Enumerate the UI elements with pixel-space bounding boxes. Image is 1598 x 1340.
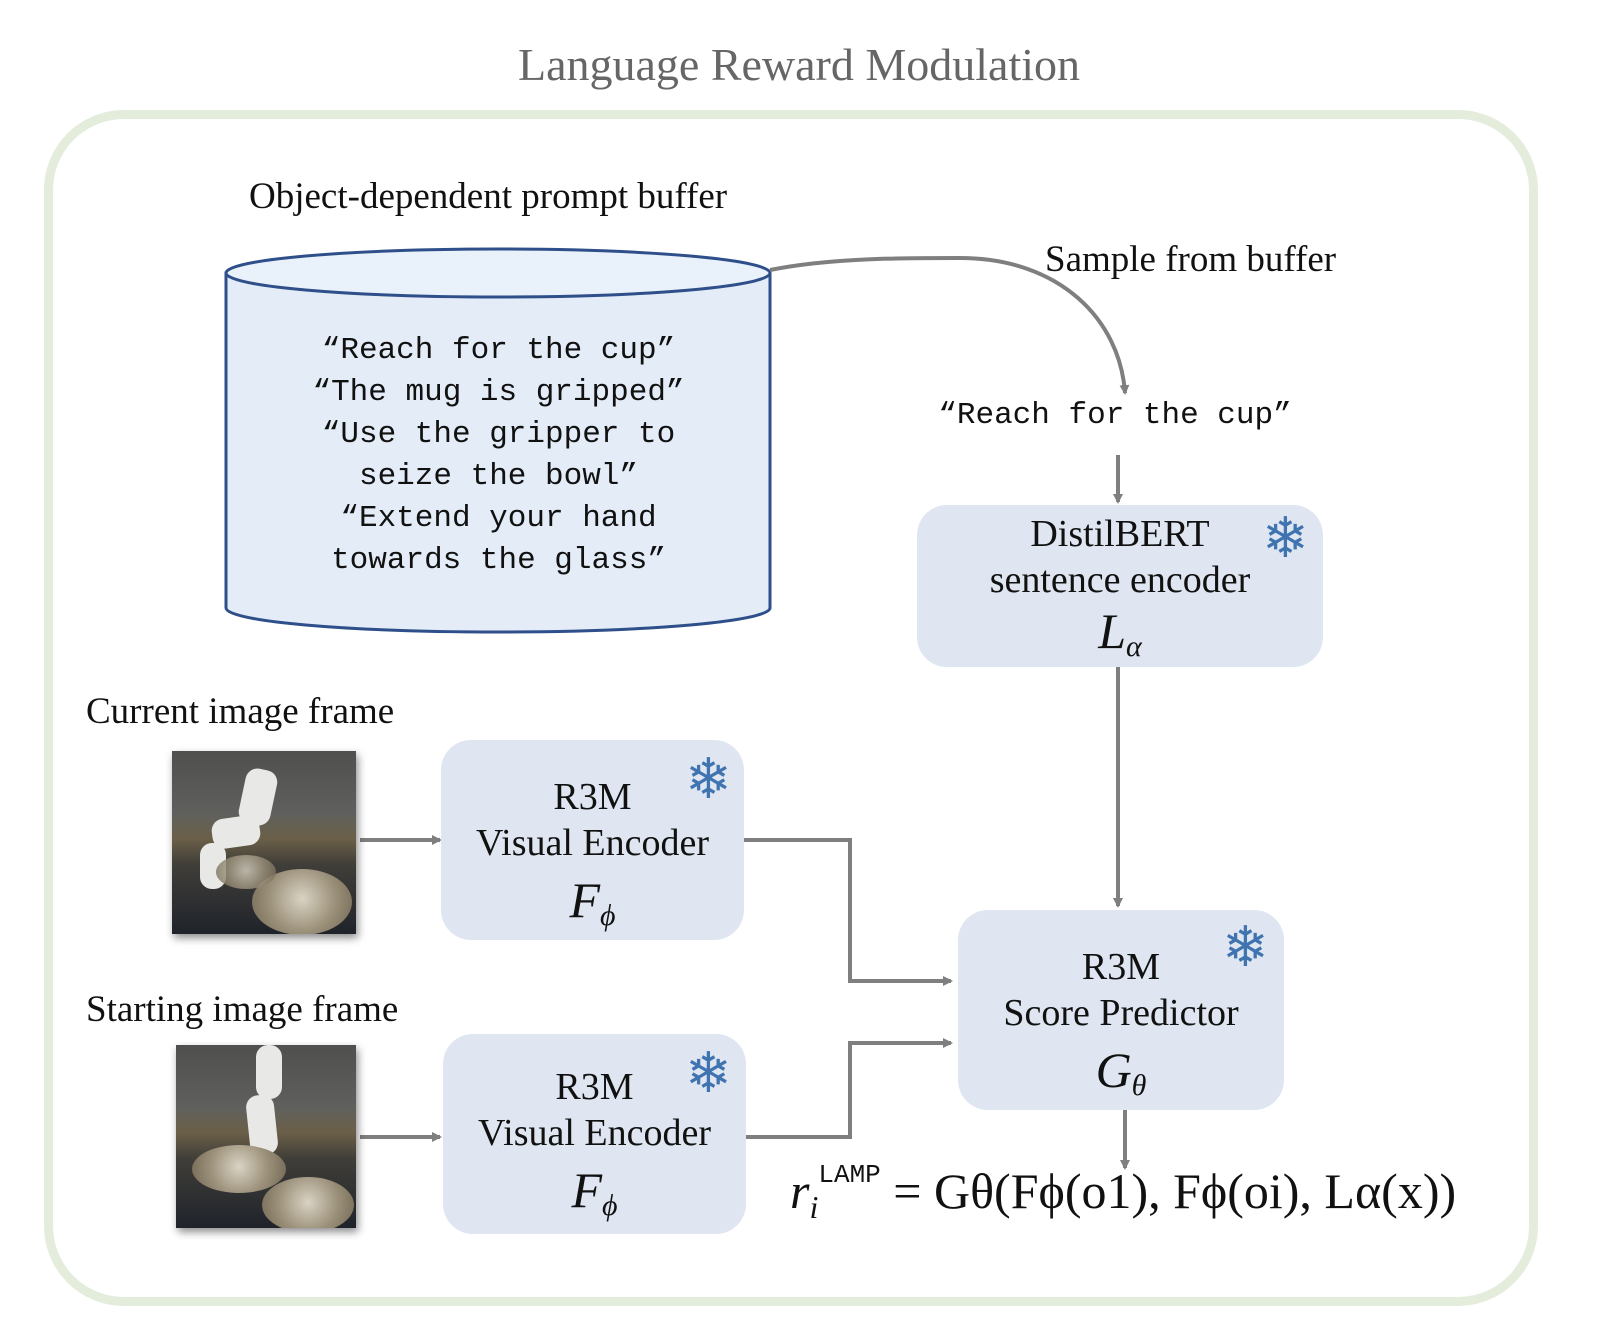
sample-arrow	[769, 255, 1130, 395]
encoder-name: R3M	[555, 1066, 634, 1108]
score-predictor-box: R3M Score Predictor Gθ	[958, 910, 1284, 1110]
plate-shape	[216, 855, 276, 889]
starting-frame-image	[176, 1045, 356, 1228]
starting-frame-label: Starting image frame	[86, 989, 399, 1030]
encoder-symbol: Lα	[1098, 603, 1142, 663]
diagram-title: Language Reward Modulation	[517, 39, 1081, 90]
predictor-name: R3M	[1081, 946, 1161, 988]
plate-shape	[262, 1177, 354, 1228]
snowflake-icon: ❄	[685, 1041, 732, 1106]
predictor-type: Score Predictor	[1003, 992, 1239, 1034]
prompt-item: towards the glass”	[331, 543, 666, 578]
current-frame-image	[172, 751, 356, 934]
sampled-prompt: “Reach for the cup”	[938, 398, 1292, 433]
visual-encoder-box-top: R3M Visual Encoder Fϕ	[441, 740, 744, 940]
prompt-buffer-list: “Reach for the cup” “The mug is gripped”…	[226, 330, 771, 582]
robot-arm-shape	[256, 1045, 282, 1099]
encoder-type: Visual Encoder	[477, 1112, 712, 1154]
encoder-name: R3M	[553, 776, 632, 818]
predictor-symbol: Gθ	[1095, 1042, 1147, 1102]
encoder-type: sentence encoder	[989, 559, 1251, 601]
prompt-item: “The mug is gripped”	[312, 375, 685, 410]
encoder-symbol: Fϕ	[569, 872, 616, 932]
encoder-type: Visual Encoder	[475, 822, 710, 864]
formula-rhs: = Gθ(Fϕ(o1), Fϕ(oi), Lα(x))	[893, 1163, 1457, 1219]
encoder-symbol: Fϕ	[571, 1162, 618, 1222]
top-encoder-to-score-arrow	[744, 838, 953, 986]
current-frame-label: Current image frame	[86, 691, 395, 732]
prompt-buffer-label: Object-dependent prompt buffer	[249, 176, 728, 217]
prompt-item: “Reach for the cup”	[321, 333, 676, 368]
visual-encoder-box-bottom: R3M Visual Encoder Fϕ	[443, 1034, 746, 1234]
encoder-name: DistilBERT	[1030, 513, 1210, 555]
bottom-encoder-to-score-arrow	[746, 1038, 953, 1139]
plate-shape	[192, 1145, 286, 1193]
outer-frame	[44, 110, 1538, 1306]
snowflake-icon: ❄	[1222, 915, 1269, 980]
prompt-item: “Use the gripper to	[321, 417, 676, 452]
prompt-item: “Extend your hand	[340, 501, 657, 536]
prompt-buffer-cylinder	[224, 247, 772, 634]
snowflake-icon: ❄	[1262, 506, 1309, 571]
sample-from-buffer-label: Sample from buffer	[1045, 239, 1337, 280]
reward-formula: riLAMP = Gθ(Fϕ(o1), Fϕ(oi), Lα(x))	[790, 1160, 1457, 1225]
prompt-item: seize the bowl”	[358, 459, 639, 494]
snowflake-icon: ❄	[685, 747, 732, 812]
distilbert-encoder-box: DistilBERT sentence encoder Lα	[917, 505, 1323, 667]
